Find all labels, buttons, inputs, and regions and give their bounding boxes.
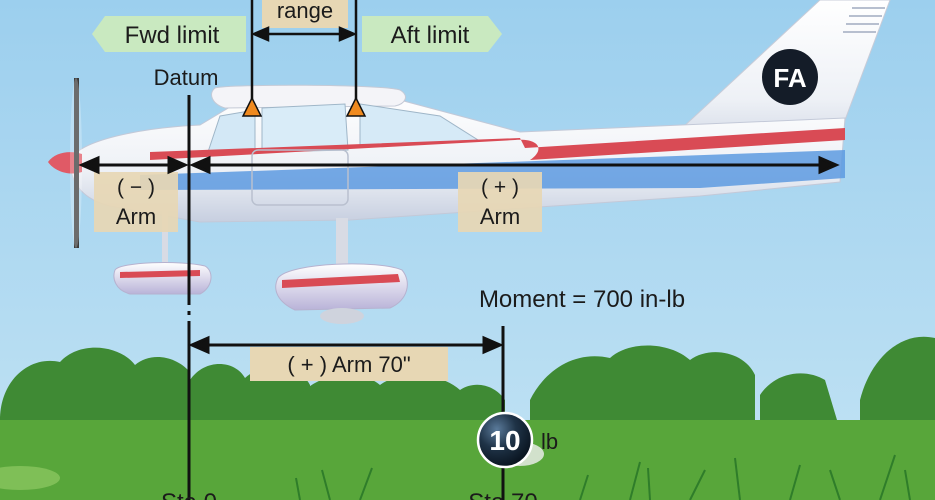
fa-logo-text: FA <box>773 63 806 93</box>
station-70-label: Sta 70 <box>468 489 537 500</box>
grass-highlight <box>0 466 60 490</box>
arm-70-label: ( + ) Arm 70" <box>287 352 410 377</box>
nose-wheel-fairing <box>113 262 212 295</box>
weight-value: 10 <box>489 425 520 456</box>
range-label: range <box>277 0 333 23</box>
negative-arm-label: Arm <box>116 204 156 229</box>
cockpit-window <box>261 103 349 153</box>
positive-arm-arrow <box>189 155 840 175</box>
main-wheel <box>320 308 364 324</box>
aft-limit-label: Aft limit <box>391 22 470 49</box>
grass-blades <box>295 454 911 500</box>
fwd-limit-tag <box>92 16 246 52</box>
weight-ball <box>476 411 534 469</box>
weight-unit: lb <box>541 429 558 454</box>
station-0-label: Sta 0 <box>161 489 217 500</box>
negative-arm-arrow <box>78 155 189 175</box>
blue-stripe <box>140 150 845 190</box>
propeller <box>74 78 79 248</box>
wing <box>211 84 406 109</box>
airplane: FA <box>48 0 891 324</box>
arm-70-tag <box>250 347 448 381</box>
range-arrow <box>250 26 358 42</box>
main-wheel-stripe <box>282 274 400 288</box>
spinner <box>48 152 82 174</box>
nose-wheel-stripe <box>120 270 200 278</box>
main-gear-strut <box>336 218 348 268</box>
arm-70-arrow <box>188 335 504 355</box>
tail-fin-vents <box>843 7 885 33</box>
nose-gear-strut <box>162 210 168 270</box>
aft-limit-tag <box>362 16 502 52</box>
positive-arm-label: Arm <box>480 204 520 229</box>
fwd-limit-marker <box>241 96 263 117</box>
positive-arm-tag <box>458 172 542 232</box>
range-tag <box>262 0 348 28</box>
negative-arm-sign: ( − ) <box>117 176 155 199</box>
aft-limit-marker <box>345 96 367 117</box>
negative-arm-tag <box>94 172 178 232</box>
fa-logo <box>762 49 818 105</box>
moment-label: Moment = 700 in-lb <box>479 286 685 313</box>
fwd-limit-label: Fwd limit <box>125 22 220 49</box>
propeller-blur <box>70 78 82 248</box>
datum-label: Datum <box>154 65 219 90</box>
door-outline <box>251 149 349 206</box>
positive-arm-sign: ( + ) <box>481 176 519 199</box>
red-stripe <box>150 128 845 160</box>
grass-ground <box>0 420 935 500</box>
